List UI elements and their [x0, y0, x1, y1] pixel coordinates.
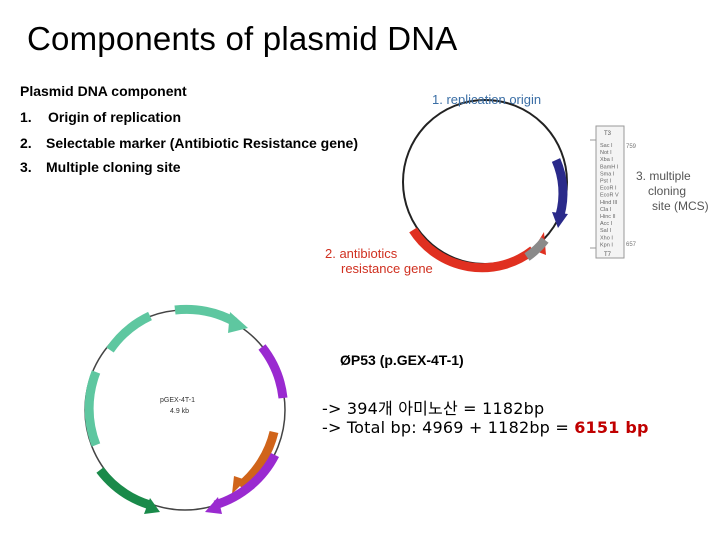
mcs-site: EcoR V — [600, 193, 619, 199]
page-title: Components of plasmid DNA — [27, 20, 458, 57]
label-resistance-gene: resistance gene — [341, 261, 433, 276]
component-num-1: 1. — [20, 109, 32, 125]
label-mcs-1: 3. multiple — [636, 169, 691, 183]
mcs-arc — [551, 158, 568, 217]
green-arc-top — [174, 304, 238, 326]
mcs-site: Xho I — [600, 235, 613, 241]
mcs-site: Xba I — [600, 157, 613, 163]
component-item-1: 1. Origin of replication — [20, 109, 181, 125]
label-antibiotics: 2. antibiotics — [325, 246, 398, 261]
mcs-site: Kpn I — [600, 242, 613, 248]
component-text-3: Multiple cloning site — [46, 159, 181, 175]
mcs-num-bottom: 657 — [626, 242, 637, 248]
orange-arc — [237, 430, 279, 490]
mcs-num-top: 759 — [626, 144, 637, 150]
mcs-site: Hinc II — [600, 214, 616, 220]
green-arrowhead-top — [228, 312, 248, 333]
label-replication-origin: 1. replication origin — [432, 92, 541, 107]
mcs-top-label: T3 — [604, 131, 612, 137]
mcs-site: Hind III — [600, 200, 618, 206]
label-mcs-2: cloning — [648, 184, 686, 198]
component-text-2: Selectable marker (Antibiotic Resistance… — [46, 135, 358, 151]
green-arc-upper-left — [106, 311, 153, 353]
gray-segment-arc — [524, 237, 549, 261]
mcs-site: Pst I — [600, 179, 611, 185]
component-num-3: 3. — [20, 159, 32, 175]
pgex-size: 4.9 kb — [170, 408, 189, 415]
orange-arrowhead — [232, 476, 246, 494]
mcs-site: Not I — [600, 150, 612, 156]
component-text-1: Origin of replication — [48, 109, 182, 125]
p53-heading: ØP53 (p.GEX-4T-1) — [340, 352, 464, 368]
calc-line-1: -> 394개 아미노산 = 1182bp — [322, 399, 545, 418]
component-heading: Plasmid DNA component — [20, 83, 187, 99]
antibiotic-resistance-arc — [409, 227, 536, 273]
mcs-site: EcoR I — [600, 186, 617, 192]
purple-arrowhead — [205, 497, 222, 514]
mcs-box — [595, 125, 625, 259]
mcs-site: Cla I — [600, 207, 612, 213]
calc-line-2: -> Total bp: 4969 + 1182bp = 6151 bp — [322, 418, 649, 437]
mcs-arrowhead — [552, 212, 568, 228]
mcs-site: Sma I — [600, 171, 615, 177]
mcs-site: Sac I — [600, 143, 613, 149]
purple-arc-right — [258, 344, 288, 399]
green-arc-bottom — [96, 467, 152, 510]
component-item-3: 3. Multiple cloning site — [20, 159, 181, 175]
green-arrowhead-bottom — [144, 498, 160, 514]
component-item-2: 2. Selectable marker (Antibiotic Resistan… — [20, 135, 358, 151]
calc-result: 6151 bp — [574, 418, 649, 437]
pgex-name: pGEX-4T-1 — [160, 397, 195, 404]
mcs-site: Acc I — [600, 221, 613, 227]
mcs-bottom-label: T7 — [604, 252, 612, 258]
purple-arc-bottom-right — [213, 452, 280, 510]
label-mcs-3: site (MCS) — [652, 199, 709, 213]
component-num-2: 2. — [20, 135, 32, 151]
mcs-site: Sal I — [600, 228, 611, 234]
green-arc-left — [84, 370, 101, 447]
mcs-site: BamH I — [600, 164, 619, 170]
calc-line-2-prefix: -> Total bp: 4969 + 1182bp = — [322, 418, 575, 437]
